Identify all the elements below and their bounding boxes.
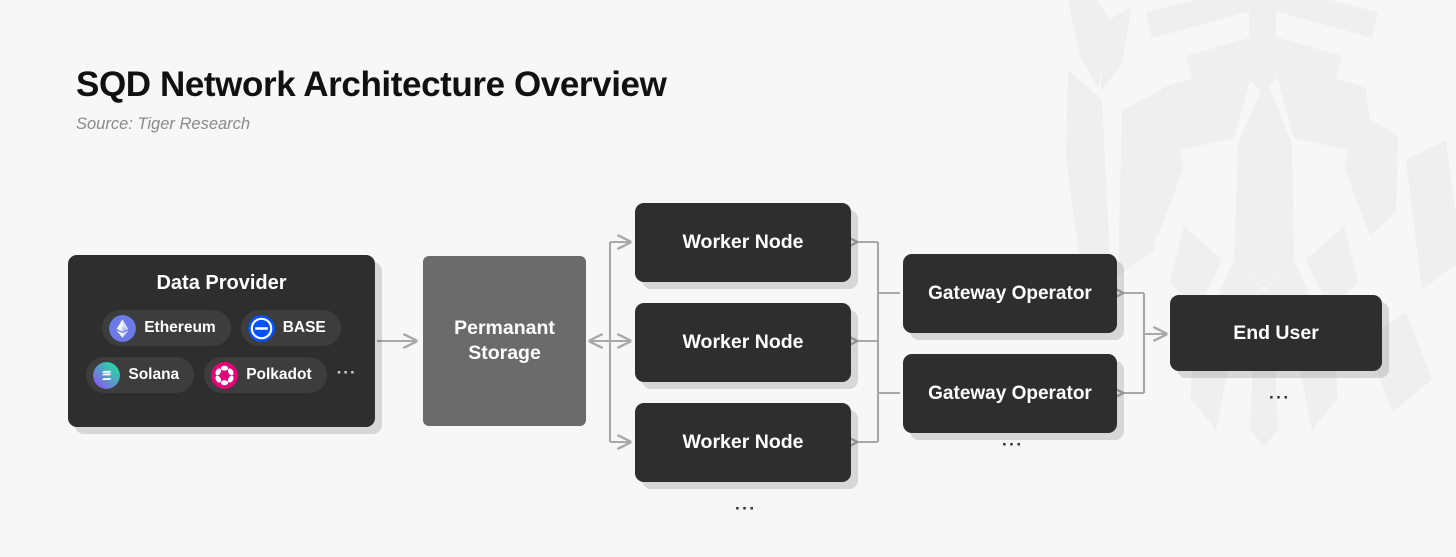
- workers-more-indicator: ···: [735, 499, 757, 518]
- worker-node-label: Worker Node: [682, 331, 804, 353]
- chain-label: Ethereum: [144, 319, 216, 336]
- chain-chip-ethereum[interactable]: Ethereum: [102, 310, 231, 346]
- source-caption: Source: Tiger Research: [76, 115, 251, 134]
- storage-label-line-2: Storage: [468, 342, 541, 364]
- chain-chip-row-1: Ethereum BASE: [102, 310, 341, 346]
- gateway-operator-label: Gateway Operator: [928, 382, 1092, 404]
- data-provider-title: Data Provider: [156, 272, 287, 294]
- chain-chip-row-2: Solana Polkadot ···: [86, 357, 356, 393]
- worker-node-label: Worker Node: [682, 431, 804, 453]
- node-gateway-operator-1[interactable]: Gateway Operator: [903, 254, 1117, 333]
- chain-chip-polkadot[interactable]: Polkadot: [204, 357, 327, 393]
- node-worker-node-3[interactable]: Worker Node: [635, 403, 851, 482]
- chain-more-indicator[interactable]: ···: [336, 362, 357, 382]
- page-title: SQD Network Architecture Overview: [76, 65, 667, 104]
- storage-label: Permanant Storage: [454, 316, 555, 366]
- node-worker-node-1[interactable]: Worker Node: [635, 203, 851, 282]
- worker-node-label: Worker Node: [682, 231, 804, 253]
- node-permanant-storage[interactable]: Permanant Storage: [423, 256, 586, 426]
- chain-chip-base[interactable]: BASE: [240, 310, 341, 346]
- node-end-user[interactable]: End User: [1170, 295, 1382, 371]
- chain-label: Polkadot: [246, 366, 312, 383]
- polkadot-icon: [211, 361, 239, 389]
- storage-label-line-1: Permanant: [454, 317, 555, 340]
- base-icon: [247, 314, 275, 342]
- header: SQD Network Architecture Overview Source…: [76, 64, 667, 134]
- solana-icon: [93, 361, 121, 389]
- chain-chip-solana[interactable]: Solana: [86, 357, 195, 393]
- node-gateway-operator-2[interactable]: Gateway Operator: [903, 354, 1117, 433]
- gateway-operator-label: Gateway Operator: [928, 282, 1092, 304]
- end-user-more-indicator: ···: [1269, 388, 1291, 407]
- gateways-more-indicator: ···: [1002, 435, 1024, 454]
- chain-label: BASE: [282, 319, 326, 336]
- node-worker-node-2[interactable]: Worker Node: [635, 303, 851, 382]
- end-user-label: End User: [1233, 321, 1319, 344]
- ethereum-icon: [109, 314, 137, 342]
- node-data-provider[interactable]: Data Provider Ethereum: [68, 255, 375, 427]
- chain-label: Solana: [128, 366, 180, 383]
